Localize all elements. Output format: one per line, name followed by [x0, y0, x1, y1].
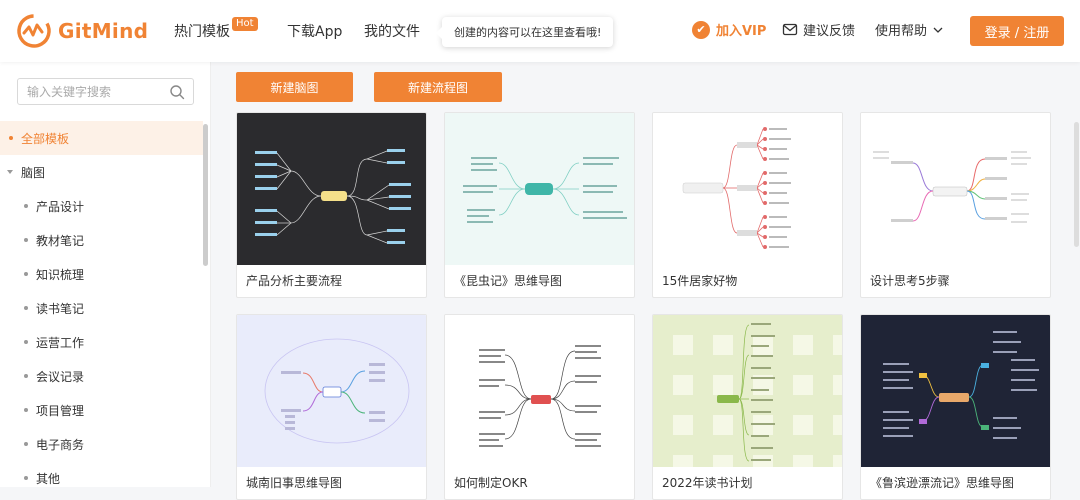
login-register-button[interactable]: 登录 / 注册 [970, 16, 1064, 46]
main-scrollbar[interactable] [1074, 122, 1079, 247]
logo-text: GitMind [58, 19, 149, 43]
top-header: GitMind 热门模板 Hot 下载App 我的文件 创建的内容可以在这里查看… [0, 0, 1080, 62]
sidebar-scrollbar[interactable] [203, 124, 208, 266]
hot-badge: Hot [232, 17, 258, 31]
template-card[interactable]: 设计思考5步骤 [860, 112, 1051, 298]
template-card-title: 《鲁滨逊漂流记》思维导图 [870, 476, 1015, 490]
bullet-icon [24, 272, 28, 276]
gitmind-logo-icon [17, 14, 51, 48]
sidebar-item-label: 读书笔记 [36, 301, 85, 316]
feedback-icon [782, 23, 798, 35]
search-icon[interactable] [169, 84, 185, 100]
feedback-button[interactable]: 建议反馈 [782, 20, 855, 39]
sidebar-item-label: 知识梳理 [36, 267, 85, 282]
search-box [17, 78, 194, 105]
sidebar-item-label: 教材笔记 [36, 233, 85, 248]
nav-my-files-label: 我的文件 [364, 24, 420, 40]
sidebar-item-ecommerce[interactable]: 电子商务 [0, 427, 203, 461]
new-mindmap-button[interactable]: 新建脑图 [236, 72, 353, 102]
bullet-icon [9, 136, 13, 140]
bullet-icon [24, 238, 28, 242]
mindmap-thumbnail [237, 315, 426, 467]
mindmap-thumbnail [237, 113, 426, 265]
new-flowchart-button[interactable]: 新建流程图 [374, 72, 502, 102]
sidebar-item-project-management[interactable]: 项目管理 [0, 393, 203, 427]
bullet-icon [24, 476, 28, 480]
nav-download-app-label: 下载App [287, 24, 343, 40]
template-card[interactable]: 2022年读书计划 [652, 314, 843, 500]
sidebar-item-all-templates[interactable]: 全部模板 [0, 121, 203, 155]
template-card-title: 2022年读书计划 [662, 476, 753, 490]
sidebar-item-other[interactable]: 其他 [0, 461, 203, 495]
feedback-label: 建议反馈 [803, 24, 856, 39]
nav-hot-templates[interactable]: 热门模板 [174, 0, 230, 62]
tooltip-text: 创建的内容可以在这里查看哦! [454, 26, 602, 39]
template-card-title: 《昆虫记》思维导图 [454, 274, 563, 288]
bullet-icon [24, 306, 28, 310]
caret-down-icon [7, 170, 13, 174]
template-card-title: 15件居家好物 [662, 274, 738, 288]
join-vip-label: 加入VIP [716, 24, 767, 39]
category-menu: 全部模板 脑图 产品设计 教材笔记 知识梳理 读书笔记 运营工作 会议记录 [0, 121, 203, 495]
bullet-icon [24, 204, 28, 208]
sidebar-item-label: 会议记录 [36, 369, 85, 384]
template-card-title: 城南旧事思维导图 [246, 476, 343, 490]
sidebar-item-label: 电子商务 [36, 437, 85, 452]
mindmap-thumbnail [861, 113, 1050, 265]
join-vip-button[interactable]: ✔ 加入VIP [692, 20, 766, 39]
template-card-title: 设计思考5步骤 [870, 274, 950, 288]
mindmap-thumbnail [445, 315, 634, 467]
bullet-icon [24, 374, 28, 378]
sidebar-item-meeting-notes[interactable]: 会议记录 [0, 359, 203, 393]
sidebar-item-label: 运营工作 [36, 335, 85, 350]
my-files-tooltip: 创建的内容可以在这里查看哦! [435, 17, 614, 47]
template-card-title: 如何制定OKR [454, 476, 528, 490]
sidebar-item-label: 项目管理 [36, 403, 85, 418]
template-card[interactable]: 《昆虫记》思维导图 [444, 112, 635, 298]
sidebar-item-reading-notes[interactable]: 读书笔记 [0, 291, 203, 325]
sidebar: 全部模板 脑图 产品设计 教材笔记 知识梳理 读书笔记 运营工作 会议记录 [0, 62, 211, 487]
sidebar-item-operations[interactable]: 运营工作 [0, 325, 203, 359]
template-card[interactable]: 如何制定OKR [444, 314, 635, 500]
bullet-icon [24, 340, 28, 344]
sidebar-item-label: 其他 [36, 471, 61, 486]
template-card[interactable]: 城南旧事思维导图 [236, 314, 427, 500]
mindmap-thumbnail [445, 113, 634, 265]
sidebar-item-textbook-notes[interactable]: 教材笔记 [0, 223, 203, 257]
sidebar-item-knowledge[interactable]: 知识梳理 [0, 257, 203, 291]
sidebar-item-label: 全部模板 [21, 131, 70, 146]
bullet-icon [24, 408, 28, 412]
template-card-title: 产品分析主要流程 [246, 274, 343, 288]
template-gallery: 新建脑图 新建流程图 产品分析主要流程 [211, 62, 1080, 500]
nav-my-files[interactable]: 我的文件 [364, 0, 420, 62]
sidebar-item-label: 脑图 [21, 165, 46, 180]
mindmap-thumbnail [653, 113, 842, 265]
template-card[interactable]: 产品分析主要流程 [236, 112, 427, 298]
search-input[interactable] [27, 83, 167, 101]
mindmap-thumbnail [861, 315, 1050, 467]
sidebar-item-mindmap[interactable]: 脑图 [0, 155, 203, 189]
mindmap-thumbnail [653, 315, 842, 467]
nav-hot-templates-label: 热门模板 [174, 24, 230, 40]
bullet-icon [24, 442, 28, 446]
help-dropdown[interactable]: 使用帮助 [875, 20, 944, 39]
template-card[interactable]: 《鲁滨逊漂流记》思维导图 [860, 314, 1051, 500]
sidebar-item-product-design[interactable]: 产品设计 [0, 189, 203, 223]
chevron-down-icon [933, 27, 943, 33]
help-label: 使用帮助 [875, 24, 928, 39]
template-card[interactable]: 15件居家好物 [652, 112, 843, 298]
nav-download-app[interactable]: 下载App [287, 0, 342, 62]
sidebar-item-label: 产品设计 [36, 199, 85, 214]
gitmind-logo[interactable]: GitMind [16, 12, 148, 50]
vip-icon: ✔ [692, 20, 710, 39]
